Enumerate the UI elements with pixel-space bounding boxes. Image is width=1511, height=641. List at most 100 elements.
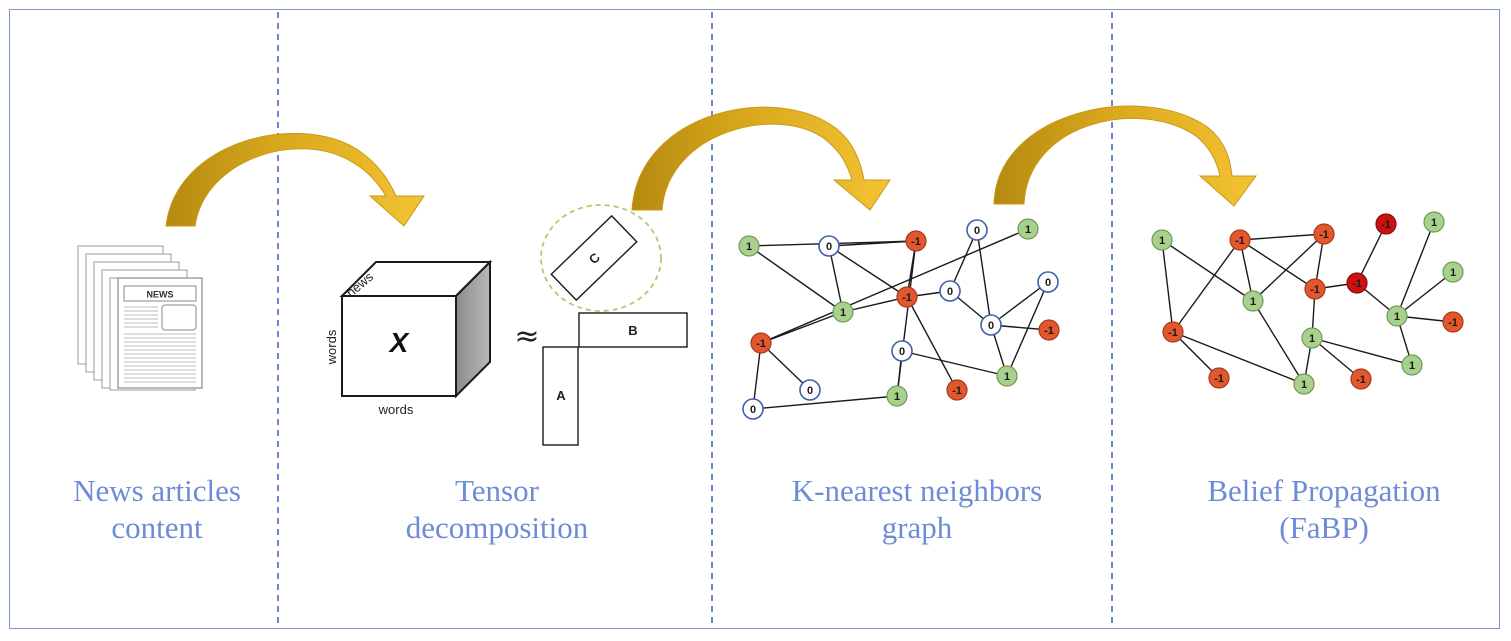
- knn-node-zero: 0: [799, 379, 821, 401]
- fabp-edge: [1396, 271, 1454, 317]
- knn-node-label: 0: [807, 385, 813, 397]
- knn-node-zero: 0: [891, 340, 913, 362]
- knn-edge: [976, 229, 992, 326]
- factor-a: A: [542, 346, 579, 446]
- fabp-edge: [1161, 239, 1174, 333]
- svg-text:K-nearest neighbors: K-nearest neighbors: [792, 473, 1043, 508]
- svg-text:Tensor: Tensor: [455, 473, 540, 508]
- newspaper-front-page: NEWS: [117, 277, 203, 389]
- axis-label-words-horizontal: words: [378, 402, 414, 417]
- knn-edge: [828, 245, 908, 298]
- newspaper-masthead: NEWS: [147, 290, 174, 300]
- flow-arrow-3: [993, 105, 1257, 207]
- knn-node-label: 0: [947, 286, 953, 298]
- fabp-node-label: 1: [1309, 333, 1315, 345]
- knn-node-zero: 0: [980, 314, 1002, 336]
- knn-node-label: -1: [902, 292, 912, 304]
- knn-node-label: 0: [750, 404, 756, 416]
- fabp-node-pos: 1: [1386, 305, 1408, 327]
- fabp-node-pos: 1: [1442, 261, 1464, 283]
- knn-node-zero: 0: [742, 398, 764, 420]
- knn-node-label: -1: [952, 385, 962, 397]
- knn-edge: [901, 350, 1008, 377]
- knn-node-label: -1: [911, 236, 921, 248]
- fabp-node-label: 1: [1250, 296, 1256, 308]
- knn-edge: [1006, 281, 1049, 377]
- fabp-node-label: -1: [1448, 317, 1458, 329]
- knn-node-neg: -1: [905, 230, 927, 252]
- fabp-node-label: -1: [1310, 284, 1320, 296]
- knn-node-label: 1: [1004, 371, 1010, 383]
- fabp-edge: [1172, 331, 1305, 385]
- fabp-node-pos: 1: [1301, 327, 1323, 349]
- knn-node-neg: -1: [896, 286, 918, 308]
- knn-node-neg: -1: [1038, 319, 1060, 341]
- fabp-edge: [1172, 331, 1220, 379]
- fabp-node-pos: 1: [1242, 290, 1264, 312]
- knn-edge: [990, 281, 1049, 326]
- fabp-node-pos: 1: [1401, 354, 1423, 376]
- fabp-edge: [1239, 233, 1325, 241]
- flow-arrow-1: [165, 132, 425, 227]
- fabp-node-label: -1: [1214, 373, 1224, 385]
- fabp-node-label: 1: [1159, 235, 1165, 247]
- svg-text:content: content: [111, 510, 203, 545]
- fabp-node-label: -1: [1356, 374, 1366, 386]
- fabp-node-neg: -1: [1162, 321, 1184, 343]
- knn-edge: [842, 296, 908, 313]
- svg-text:(FaBP): (FaBP): [1279, 510, 1369, 545]
- fabp-node-pos: 1: [1293, 373, 1315, 395]
- fabp-node-neg: -1: [1442, 311, 1464, 333]
- fabp-edge: [1252, 233, 1325, 302]
- fabp-node-label: -1: [1319, 229, 1329, 241]
- knn-edge: [906, 296, 958, 391]
- knn-node-label: 0: [899, 346, 905, 358]
- knn-edge: [752, 342, 762, 410]
- knn-node-pos: 1: [1017, 218, 1039, 240]
- fabp-node-neg: -1: [1304, 278, 1326, 300]
- knn-edge: [752, 395, 898, 410]
- svg-text:graph: graph: [882, 510, 953, 545]
- knn-node-zero: 0: [1037, 271, 1059, 293]
- stage-label-2: Tensor decomposition: [406, 473, 589, 545]
- knn-node-pos: 1: [738, 235, 760, 257]
- fabp-node-label: -1: [1168, 327, 1178, 339]
- knn-node-zero: 0: [966, 219, 988, 241]
- fabp-node-label: -1: [1352, 278, 1362, 290]
- svg-text:News articles: News articles: [73, 473, 241, 508]
- fabp-node-label: 1: [1394, 311, 1400, 323]
- knn-node-label: 1: [840, 307, 846, 319]
- knn-node-neg: -1: [946, 379, 968, 401]
- fabp-node-label: -1: [1381, 219, 1391, 231]
- newspaper-stack: NEWS: [77, 245, 203, 391]
- fabp-node-neg: -1: [1208, 367, 1230, 389]
- knn-node-label: 1: [894, 391, 900, 403]
- knn-edge: [828, 240, 917, 247]
- knn-edge: [760, 342, 811, 391]
- svg-text:decomposition: decomposition: [406, 510, 589, 545]
- knn-node-pos: 1: [996, 365, 1018, 387]
- knn-node-pos: 1: [832, 301, 854, 323]
- fabp-node-dark: -1: [1375, 213, 1397, 235]
- fabp-node-neg: -1: [1350, 368, 1372, 390]
- fabp-edge: [1161, 239, 1254, 302]
- knn-node-label: 0: [988, 320, 994, 332]
- knn-edge: [760, 228, 1029, 344]
- tensor-symbol: X: [388, 327, 411, 358]
- fabp-node-neg: -1: [1313, 223, 1335, 245]
- fabp-node-label: 1: [1409, 360, 1415, 372]
- fabp-edge: [1239, 239, 1316, 290]
- knn-node-label: -1: [1044, 325, 1054, 337]
- stage-label-3: K-nearest neighbors graph: [792, 473, 1043, 545]
- fabp-edge: [1396, 221, 1435, 317]
- axis-label-words-vertical: words: [324, 329, 339, 365]
- knn-node-label: -1: [756, 338, 766, 350]
- approx-symbol: ≈: [514, 319, 539, 354]
- fabp-edge: [1252, 300, 1305, 385]
- factor-c-highlight: [540, 204, 662, 312]
- knn-edge: [949, 229, 978, 292]
- stage-label-1: News articles content: [73, 473, 241, 545]
